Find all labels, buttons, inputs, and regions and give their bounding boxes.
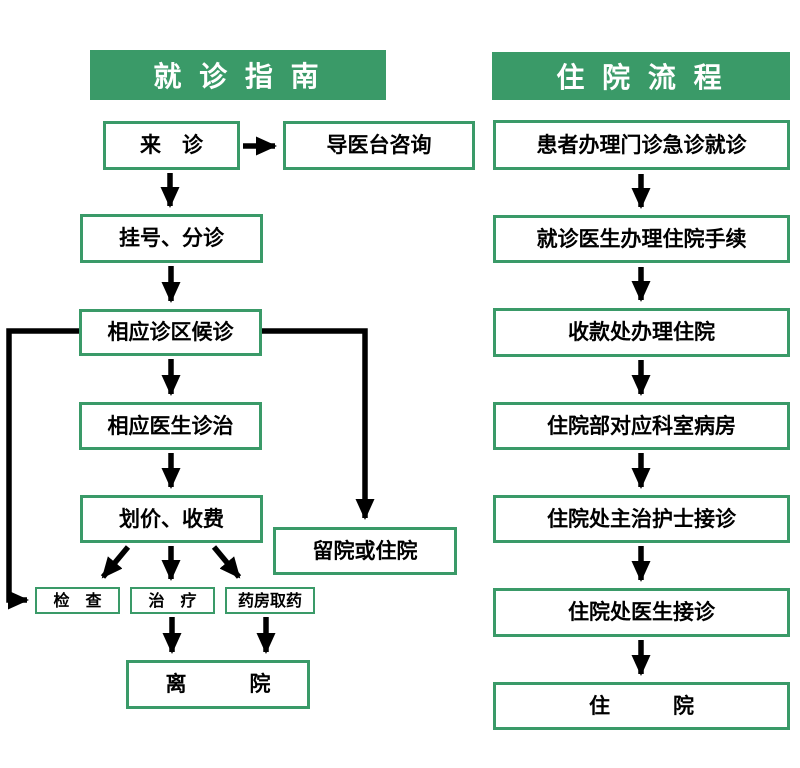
node-guide-desk: 导医台咨询: [283, 121, 475, 170]
left-flow-title: 就 诊 指 南: [90, 50, 386, 100]
node-stay-or-admit: 留院或住院: [273, 527, 457, 575]
node-rstep-7: 住 院: [493, 682, 790, 730]
connector-waiting-to-check: [6, 328, 79, 610]
node-rstep-6: 住院处医生接诊: [493, 588, 790, 637]
arrow-pricing-to-check: [100, 545, 131, 579]
node-rstep-1: 患者办理门诊急诊就诊: [493, 120, 790, 170]
node-doctor-treat: 相应医生诊治: [79, 402, 262, 450]
node-check: 检 查: [35, 587, 120, 614]
node-waiting: 相应诊区候诊: [79, 309, 262, 356]
node-register: 挂号、分诊: [80, 214, 263, 263]
node-rstep-2: 就诊医生办理住院手续: [493, 215, 790, 263]
node-rstep-4: 住院部对应科室病房: [493, 402, 790, 450]
connector-waiting-to-stay: [262, 328, 375, 520]
node-pharmacy: 药房取药: [225, 587, 315, 614]
node-come: 来 诊: [103, 121, 240, 170]
arrow-pricing-to-pharmacy: [211, 545, 242, 579]
node-rstep-5: 住院处主治护士接诊: [493, 495, 790, 543]
node-treat: 治 疗: [130, 587, 215, 614]
node-pricing: 划价、收费: [80, 495, 263, 543]
node-rstep-3: 收款处办理住院: [493, 308, 790, 357]
node-leave: 离 院: [126, 660, 310, 709]
right-flow-title: 住 院 流 程: [492, 52, 790, 100]
